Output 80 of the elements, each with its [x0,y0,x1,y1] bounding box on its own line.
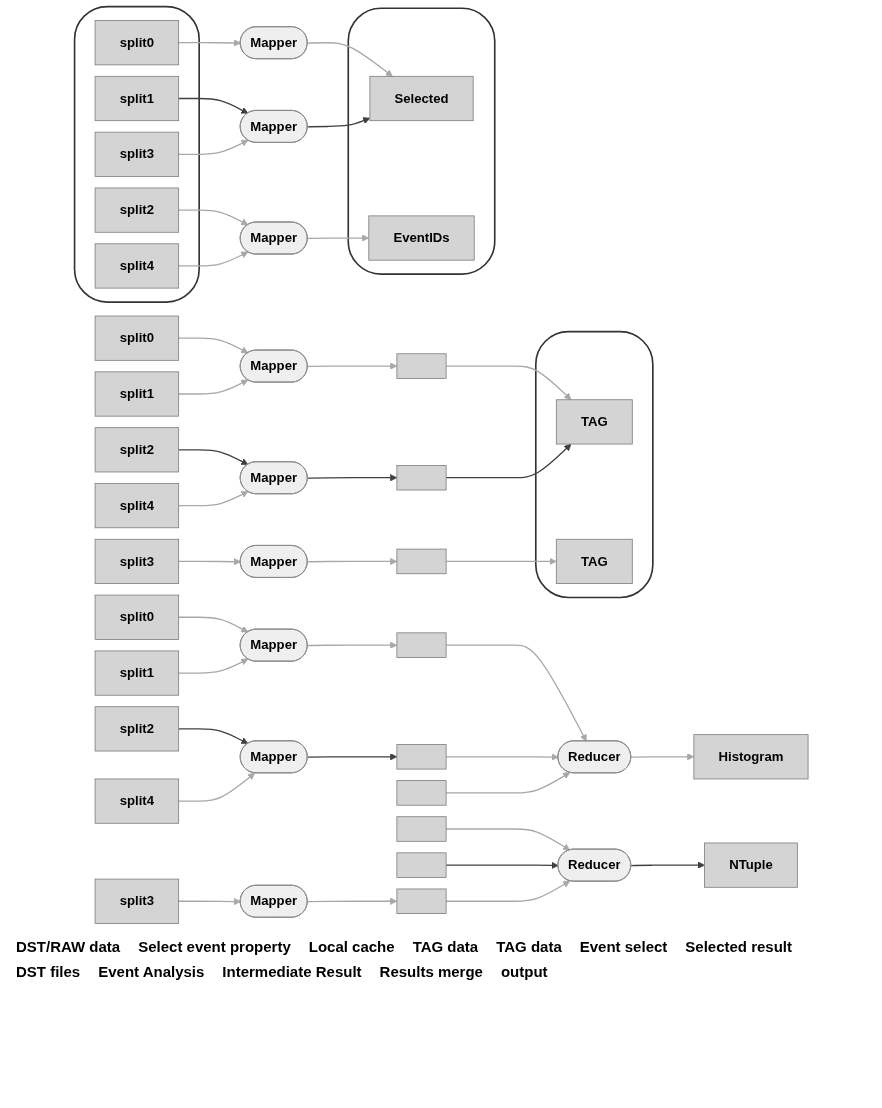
cluster [347,7,496,275]
arrow [177,658,248,674]
node-box: split3 [94,878,179,924]
arrow [306,753,397,761]
node-box: split1 [94,75,179,122]
node-box: split3 [94,538,179,584]
arrow [445,828,570,851]
arrow [177,209,248,226]
arrow [306,897,397,905]
column-caption: TAG data [412,938,479,955]
arrow [445,365,572,401]
arrow [177,558,241,566]
arrow [445,557,557,566]
arrow [177,449,248,465]
node-box: EventIDs [368,215,475,261]
arrow [306,234,369,242]
node-box [396,780,447,806]
arrow [445,880,570,902]
arrow [306,42,393,77]
arrow [177,491,248,507]
cluster [73,5,200,303]
column-caption: Event select [579,938,668,955]
arrow [177,616,248,633]
node-box: split0 [94,20,179,66]
node-box: split1 [94,371,179,417]
arrow [177,897,241,906]
node-box: split4 [94,483,179,529]
arrow [445,861,559,870]
arrow [177,728,248,745]
arrow [306,557,397,566]
arrow [630,753,694,761]
node-box [396,465,447,491]
node-box [396,852,447,878]
arrow [445,644,587,742]
column-caption: output [500,963,548,980]
arrow [177,139,248,155]
node-box: split2 [94,187,179,233]
arrow [177,39,241,47]
column-caption: Results merge [379,963,483,980]
arrow [445,443,572,479]
arrow [445,753,559,761]
node-box: split4 [94,243,179,289]
node-box [396,888,447,914]
arrow [306,641,397,649]
arrow [306,474,397,482]
arrow [177,251,248,267]
column-caption: Event Analysis [98,963,205,980]
arrow [445,772,570,794]
node-box: split1 [94,650,179,696]
arrow [177,379,248,395]
arrow [177,97,248,114]
node-box: split2 [94,427,179,473]
cluster [534,330,654,599]
column-caption: Select event property [138,938,291,955]
arrow [177,772,255,802]
column-caption: DST files [16,963,81,980]
arrow [306,117,370,128]
column-caption: Local cache [308,938,395,955]
node-box: split2 [94,706,179,752]
node-box: Histogram [693,734,809,780]
node-box: TAG [555,399,633,445]
node-box: split3 [94,131,179,177]
node-box: split0 [94,594,179,640]
arrow [306,362,397,370]
column-caption: DST/RAW data [16,938,121,955]
arrow [630,861,705,869]
node-box: split0 [94,315,179,361]
column-caption: TAG data [496,938,562,955]
node-box: Selected [369,75,474,122]
node-box [396,548,447,575]
node-box [396,632,447,658]
node-box: split4 [94,778,179,824]
node-box [396,816,447,842]
column-caption: Intermediate Result [222,963,362,980]
column-caption: Selected result [685,938,793,955]
node-box [396,744,447,770]
arrow [177,337,248,354]
node-box [396,353,447,379]
node-box: NTuple [703,842,798,888]
node-box: TAG [555,538,633,584]
